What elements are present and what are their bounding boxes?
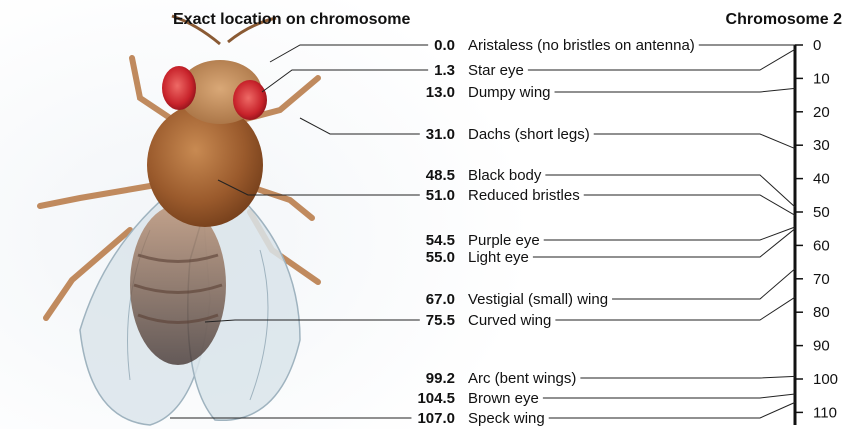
locus-trait: Star eye: [468, 62, 524, 79]
locus-row: 99.2 Arc (bent wings): [426, 370, 795, 387]
locus-position: 0.0: [434, 37, 455, 54]
locus-position: 99.2: [426, 370, 455, 387]
locus-position: 1.3: [434, 62, 455, 79]
scale-tick-label: 110: [813, 404, 837, 421]
map-leader-line: [584, 195, 795, 215]
chromosome-ticks: 0 10 20 30 40 50 60 70 80 90 100 110: [795, 37, 838, 421]
locus-row: 104.5 Brown eye: [417, 390, 795, 407]
locus-row: 13.0 Dumpy wing: [426, 84, 795, 101]
locus-trait: Speck wing: [468, 410, 545, 427]
locus-trait: Arc (bent wings): [468, 370, 576, 387]
locus-trait: Purple eye: [468, 232, 540, 249]
scale-tick-label: 60: [813, 237, 830, 254]
scale-tick-label: 100: [813, 371, 838, 388]
scale-tick-label: 50: [813, 204, 830, 221]
scale-tick-label: 30: [813, 137, 830, 154]
map-leader-line: [555, 88, 795, 92]
map-leader-line: [545, 175, 795, 207]
locus-position: 48.5: [426, 167, 455, 184]
locus-position: 104.5: [417, 390, 455, 407]
locus-position: 51.0: [426, 187, 455, 204]
locus-trait: Black body: [468, 167, 542, 184]
scale-tick-label: 90: [813, 338, 830, 355]
locus-position: 55.0: [426, 249, 455, 266]
scale-tick-label: 70: [813, 271, 830, 288]
locus-position: 54.5: [426, 232, 455, 249]
map-leader-line: [549, 402, 795, 418]
scale-tick-label: 20: [813, 104, 830, 121]
map-leader-line: [544, 227, 795, 240]
left-header: Exact location on chromosome: [173, 11, 410, 28]
locus-trait: Dumpy wing: [468, 84, 551, 101]
scale-tick-label: 40: [813, 171, 830, 188]
locus-trait: Brown eye: [468, 390, 539, 407]
locus-trait: Dachs (short legs): [468, 126, 590, 143]
map-leader-line: [543, 394, 795, 398]
scale-tick-label: 0: [813, 37, 821, 54]
locus-position: 31.0: [426, 126, 455, 143]
locus-trait: Light eye: [468, 249, 529, 266]
map-leader-line: [580, 376, 795, 378]
locus-position: 75.5: [426, 312, 455, 329]
locus-position: 67.0: [426, 291, 455, 308]
scale-tick-label: 10: [813, 70, 830, 87]
locus-trait: Reduced bristles: [468, 187, 580, 204]
map-leader-line: [612, 269, 795, 299]
scale-tick-label: 80: [813, 304, 830, 321]
map-leader-line: [594, 134, 795, 149]
locus-trait: Vestigial (small) wing: [468, 291, 608, 308]
locus-trait: Aristaless (no bristles on antenna): [468, 37, 695, 54]
locus-position: 107.0: [417, 410, 455, 427]
locus-position: 13.0: [426, 84, 455, 101]
right-header: Chromosome 2: [726, 11, 843, 28]
locus-trait: Curved wing: [468, 312, 551, 329]
map-leader-line: [533, 229, 795, 257]
